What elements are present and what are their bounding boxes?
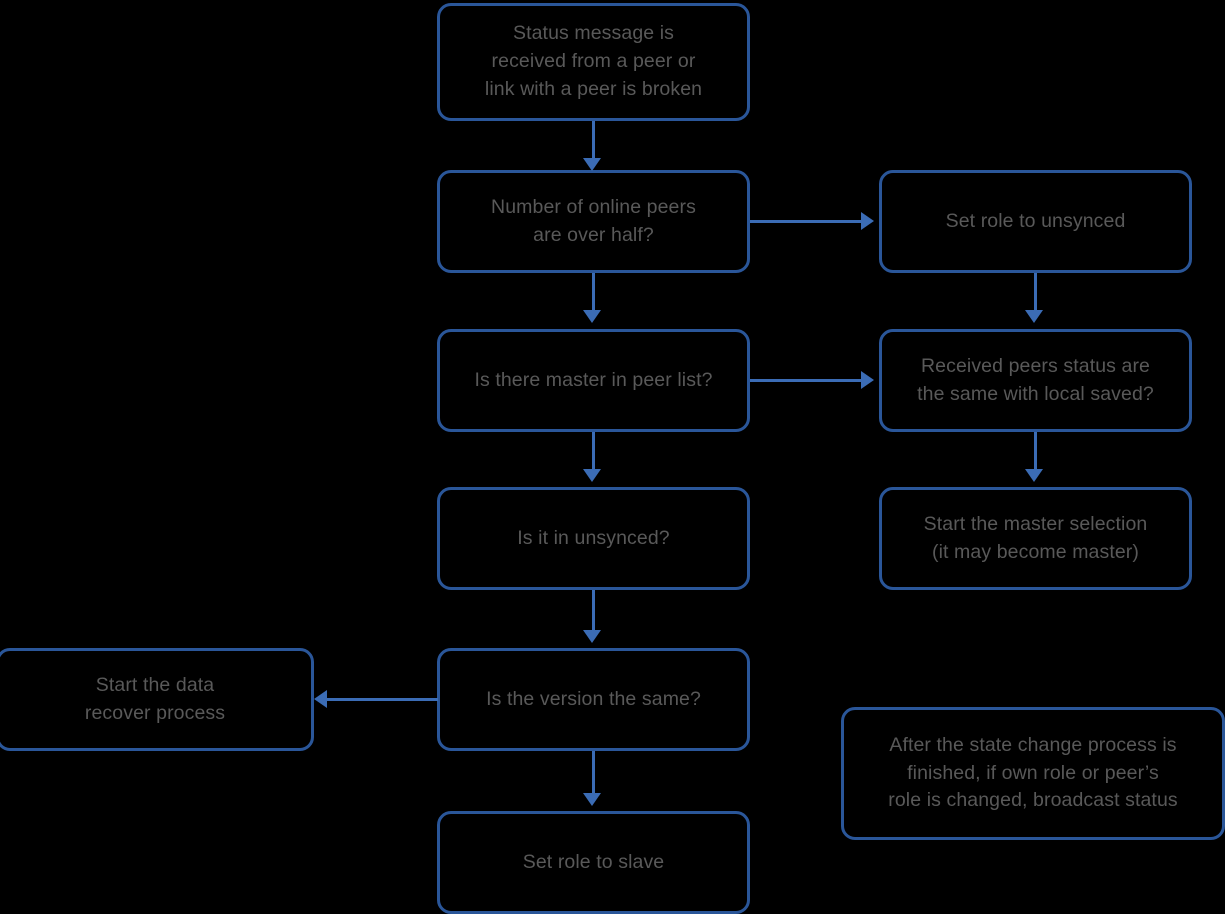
edge-online-peers-to-unsynced-line [750, 220, 862, 223]
node-label: After the state change process is finish… [888, 733, 1178, 812]
node-status-message-received[interactable]: Status message is received from a peer o… [437, 3, 750, 121]
node-online-peers-over-half[interactable]: Number of online peers are over half? [437, 170, 750, 273]
node-label: Set role to unsynced [945, 209, 1126, 232]
node-start-master-selection[interactable]: Start the master selection (it may becom… [879, 487, 1192, 590]
edge-master-list-to-in-unsynced-arrowhead [583, 469, 601, 482]
edge-master-list-to-in-unsynced-line [592, 432, 595, 473]
node-label: Is it in unsynced? [517, 526, 670, 549]
edge-received-status-to-master-selection-line [1034, 432, 1037, 473]
edge-status-to-online-peers-arrowhead [583, 158, 601, 171]
edge-in-unsynced-to-version-arrowhead [583, 630, 601, 643]
edge-in-unsynced-to-version-line [592, 590, 595, 636]
node-label: Status message is received from a peer o… [484, 22, 703, 100]
edge-received-status-to-master-selection-arrowhead [1025, 469, 1043, 482]
node-is-the-version-the-same[interactable]: Is the version the same? [437, 648, 750, 751]
edge-unsynced-to-received-status-line [1034, 273, 1037, 315]
node-label: Set role to slave [522, 850, 665, 873]
node-label: Is there master in peer list? [474, 368, 713, 391]
edge-online-peers-to-master-list-line [592, 273, 595, 315]
node-label: Is the version the same? [486, 687, 701, 710]
node-is-it-in-unsynced[interactable]: Is it in unsynced? [437, 487, 750, 590]
node-label: Number of online peers are over half? [491, 195, 696, 246]
edge-version-to-data-recover-arrowhead [314, 690, 327, 708]
node-received-peers-status-same[interactable]: Received peers status are the same with … [879, 329, 1192, 432]
node-label: Start the data recover process [84, 673, 226, 724]
edge-version-to-set-slave-line [592, 751, 595, 797]
node-set-role-to-unsynced[interactable]: Set role to unsynced [879, 170, 1192, 273]
node-label: Received peers status are the same with … [917, 354, 1154, 405]
node-broadcast-status-note[interactable]: After the state change process is finish… [841, 707, 1225, 840]
edge-online-peers-to-master-list-arrowhead [583, 310, 601, 323]
edge-master-list-to-received-status-line [750, 379, 862, 382]
node-set-role-to-slave[interactable]: Set role to slave [437, 811, 750, 914]
edge-status-to-online-peers-line [592, 121, 595, 163]
edge-version-to-data-recover-line [326, 698, 438, 701]
edge-online-peers-to-unsynced-arrowhead [861, 212, 874, 230]
edge-master-list-to-received-status-arrowhead [861, 371, 874, 389]
edge-version-to-set-slave-arrowhead [583, 793, 601, 806]
node-is-there-master-in-peer-list[interactable]: Is there master in peer list? [437, 329, 750, 432]
edge-unsynced-to-received-status-arrowhead [1025, 310, 1043, 323]
node-start-data-recover-process[interactable]: Start the data recover process [0, 648, 314, 751]
node-label: Start the master selection (it may becom… [923, 512, 1148, 563]
